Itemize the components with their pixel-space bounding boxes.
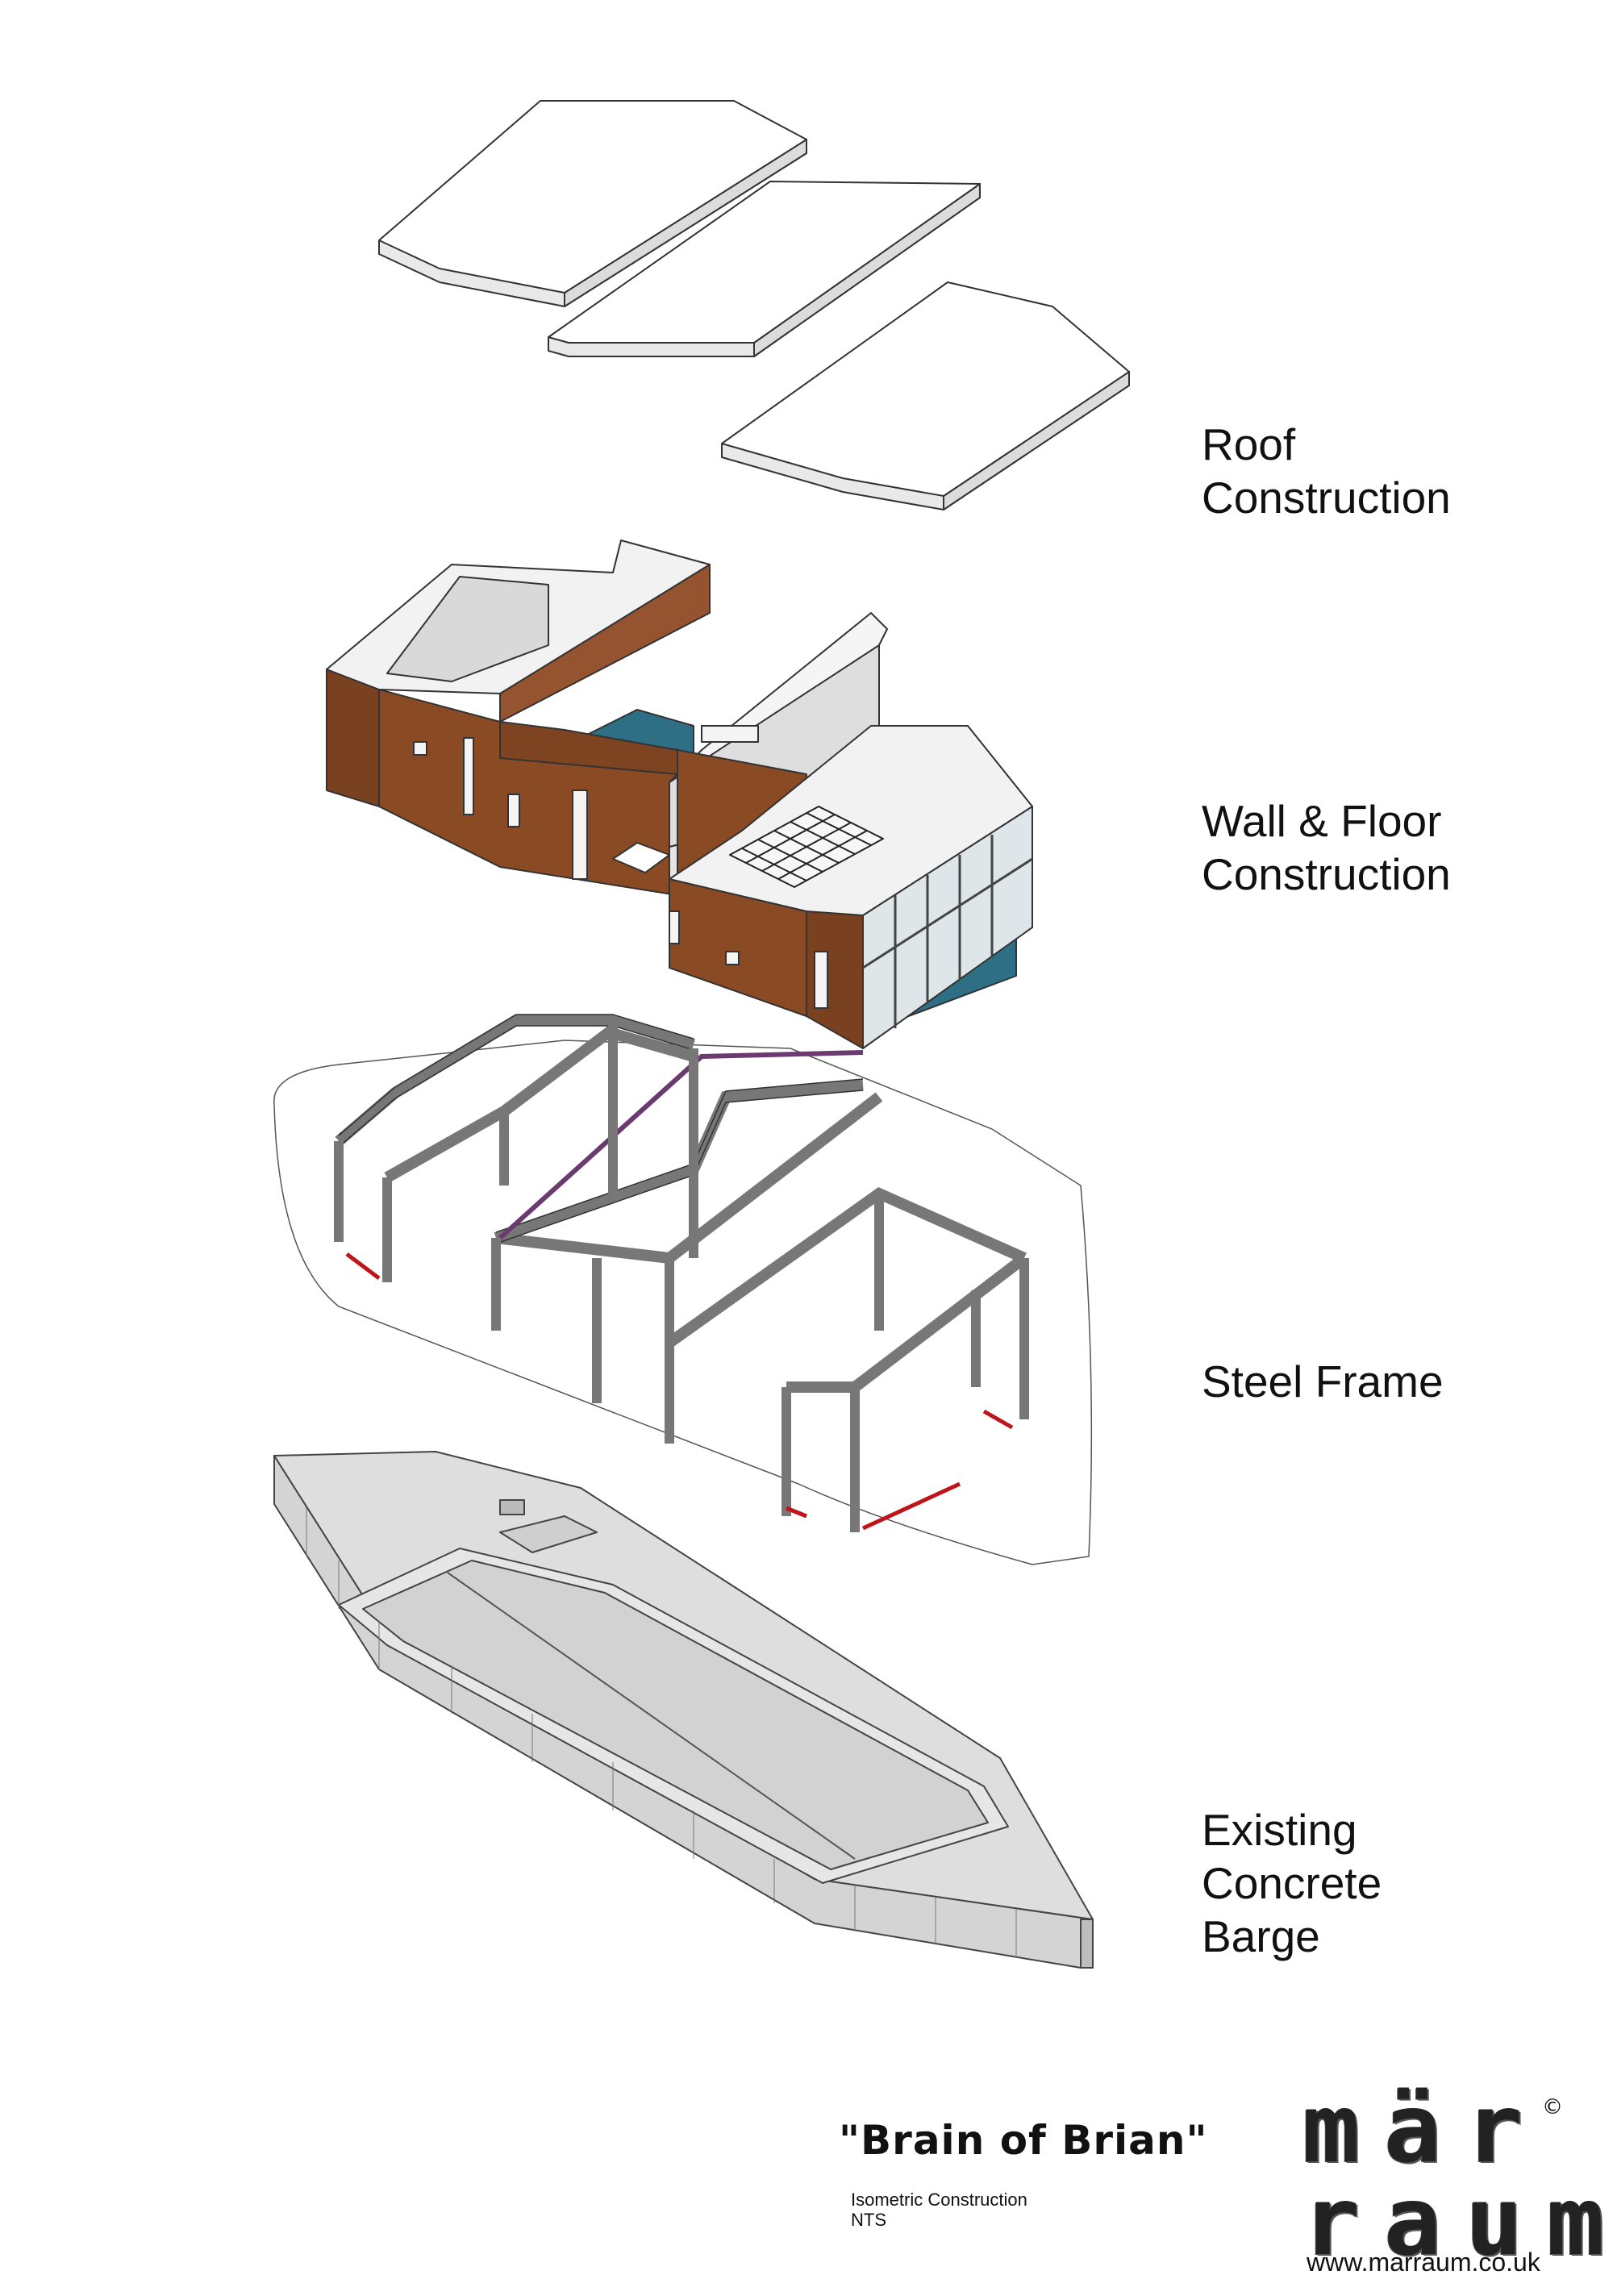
barge-hatch: [499, 1515, 598, 1553]
entrance-canopy: [612, 842, 670, 873]
logo-line-1: mär: [1302, 2073, 1548, 2184]
wall-floor-construction-layer: [326, 540, 1033, 1049]
barge-hold-divider: [447, 1572, 856, 1860]
deck-outline: [273, 1040, 1093, 1565]
roof-panel-1: [378, 100, 807, 307]
interior-left-walls: [386, 576, 549, 682]
steel-frame-layer: [273, 1014, 1093, 1565]
wall-floor-construction-label: Wall & Floor Construction: [1202, 796, 1451, 899]
copyright-symbol: ©: [1542, 2095, 1563, 2119]
roof-construction-layer: [378, 100, 1130, 510]
barge-bollard: [499, 1499, 525, 1515]
barge-hull-joints: [306, 1508, 1017, 1956]
project-title: "Brain of Brian": [839, 2117, 1208, 2164]
steel-frame-label: Steel Frame: [1202, 1356, 1444, 1406]
cladding-left-front: [326, 669, 380, 807]
roof-panel-2: [548, 181, 981, 357]
glazing-mullions: [862, 835, 1033, 1028]
steel-bracing: [345, 1252, 1014, 1531]
windows: [413, 725, 828, 1009]
logo-line-2: raum: [1302, 2165, 1613, 2277]
website-link[interactable]: www.marraum.co.uk: [1307, 2248, 1540, 2277]
barge-hull-end: [1080, 1919, 1094, 1969]
roof-construction-label: Roof Construction: [1202, 419, 1451, 523]
barge-hold-floor: [362, 1560, 989, 1870]
scale-note: NTS: [851, 2210, 886, 2230]
cladding-center-diagonal: [499, 721, 678, 775]
existing-concrete-barge-label: Existing Concrete Barge: [1202, 1805, 1382, 1961]
roof-panel-3: [721, 281, 1130, 510]
courtyard-grid: [729, 806, 884, 888]
concrete-barge-layer: [273, 1451, 1094, 1969]
steel-columns: [334, 1020, 1029, 1532]
drawing-type: Isometric Construction: [851, 2190, 1027, 2210]
steel-beam-edges: [338, 1014, 864, 1244]
ridge-beam: [498, 1050, 864, 1240]
